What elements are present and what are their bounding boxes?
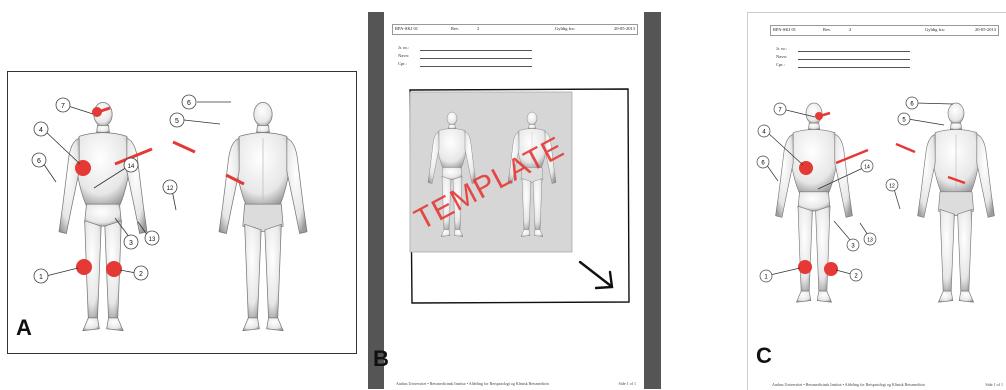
injury-mark — [75, 160, 91, 176]
callout-14: 14 — [861, 160, 873, 172]
callout-13: 13 — [864, 233, 876, 245]
svg-text:13: 13 — [149, 237, 156, 243]
svg-text:13: 13 — [867, 238, 873, 244]
panel-letter-c: C — [756, 343, 772, 369]
svg-text:6: 6 — [187, 100, 191, 107]
panel-c-document-page: RPA-SKJ 01 Rev. 2 Gyldig fra: 20-05-2013… — [747, 12, 1006, 390]
injury-line — [173, 142, 195, 152]
panel-a-figures: 7 4 6 14 3 13 1 2 6 5 12 — [8, 72, 356, 353]
doc-footer-left: Aarhus Universitet • Retsmedicinsk Insti… — [772, 382, 925, 387]
callout-9: 7 — [56, 98, 70, 112]
callout-7: 6 — [32, 153, 46, 167]
callout-5: 5 — [170, 113, 184, 127]
panel-letter-b: B — [373, 346, 389, 372]
callout-9: 7 — [774, 103, 786, 115]
callout-12: 12 — [163, 180, 177, 194]
callout-3: 3 — [124, 235, 138, 249]
svg-text:3: 3 — [129, 240, 133, 247]
callout-12: 12 — [886, 179, 898, 191]
callout-5: 5 — [898, 113, 910, 125]
svg-text:12: 12 — [167, 186, 174, 192]
doc-footer-left: Aarhus Universitet • Retsmedicinsk Insti… — [396, 381, 549, 386]
template-area: TEMPLATE — [384, 12, 644, 389]
back-body-figure — [918, 103, 995, 302]
svg-text:4: 4 — [39, 127, 43, 134]
callout-2: 2 — [134, 266, 148, 280]
injury-mark — [76, 259, 92, 275]
svg-text:12: 12 — [889, 184, 895, 190]
svg-text:14: 14 — [864, 165, 870, 171]
callout-6: 6 — [182, 95, 196, 109]
svg-text:1: 1 — [39, 274, 43, 281]
panel-b-document-page: RPA-SKJ 01 Rev. 2 Gyldig fra: 20-05-2013… — [384, 12, 644, 389]
svg-text:14: 14 — [128, 164, 135, 170]
doc-footer-right: Side 1 of 1 — [619, 381, 636, 386]
injury-mark — [798, 260, 812, 274]
panel-letter-a: A — [16, 315, 32, 341]
callout-3: 3 — [847, 239, 859, 251]
injury-line — [896, 144, 915, 152]
doc-footer-right: Side 1 of 1 — [986, 382, 1003, 387]
back-body-figure — [219, 102, 307, 330]
front-body-figure — [776, 103, 853, 302]
callout-1: 1 — [760, 270, 772, 282]
callout-2: 2 — [850, 269, 862, 281]
svg-text:5: 5 — [175, 118, 179, 125]
svg-text:7: 7 — [61, 103, 65, 110]
callout-4: 4 — [758, 125, 770, 137]
callout-7: 6 — [757, 156, 769, 168]
injury-mark — [106, 261, 122, 277]
callout-14: 14 — [124, 158, 138, 172]
injury-mark — [824, 262, 838, 276]
arrow-icon — [580, 262, 612, 288]
svg-text:2: 2 — [139, 271, 143, 278]
panel-c-figures: 7 4 6 14 3 13 1 2 6 5 12 — [748, 13, 1006, 390]
callout-4: 4 — [34, 122, 48, 136]
callout-1: 1 — [34, 269, 48, 283]
callout-6: 6 — [906, 97, 918, 109]
callout-13: 13 — [145, 231, 159, 245]
front-body-figure — [59, 102, 147, 330]
panel-a-body-chart: 7 4 6 14 3 13 1 2 6 5 12 A — [7, 71, 357, 354]
svg-text:6: 6 — [37, 158, 41, 165]
